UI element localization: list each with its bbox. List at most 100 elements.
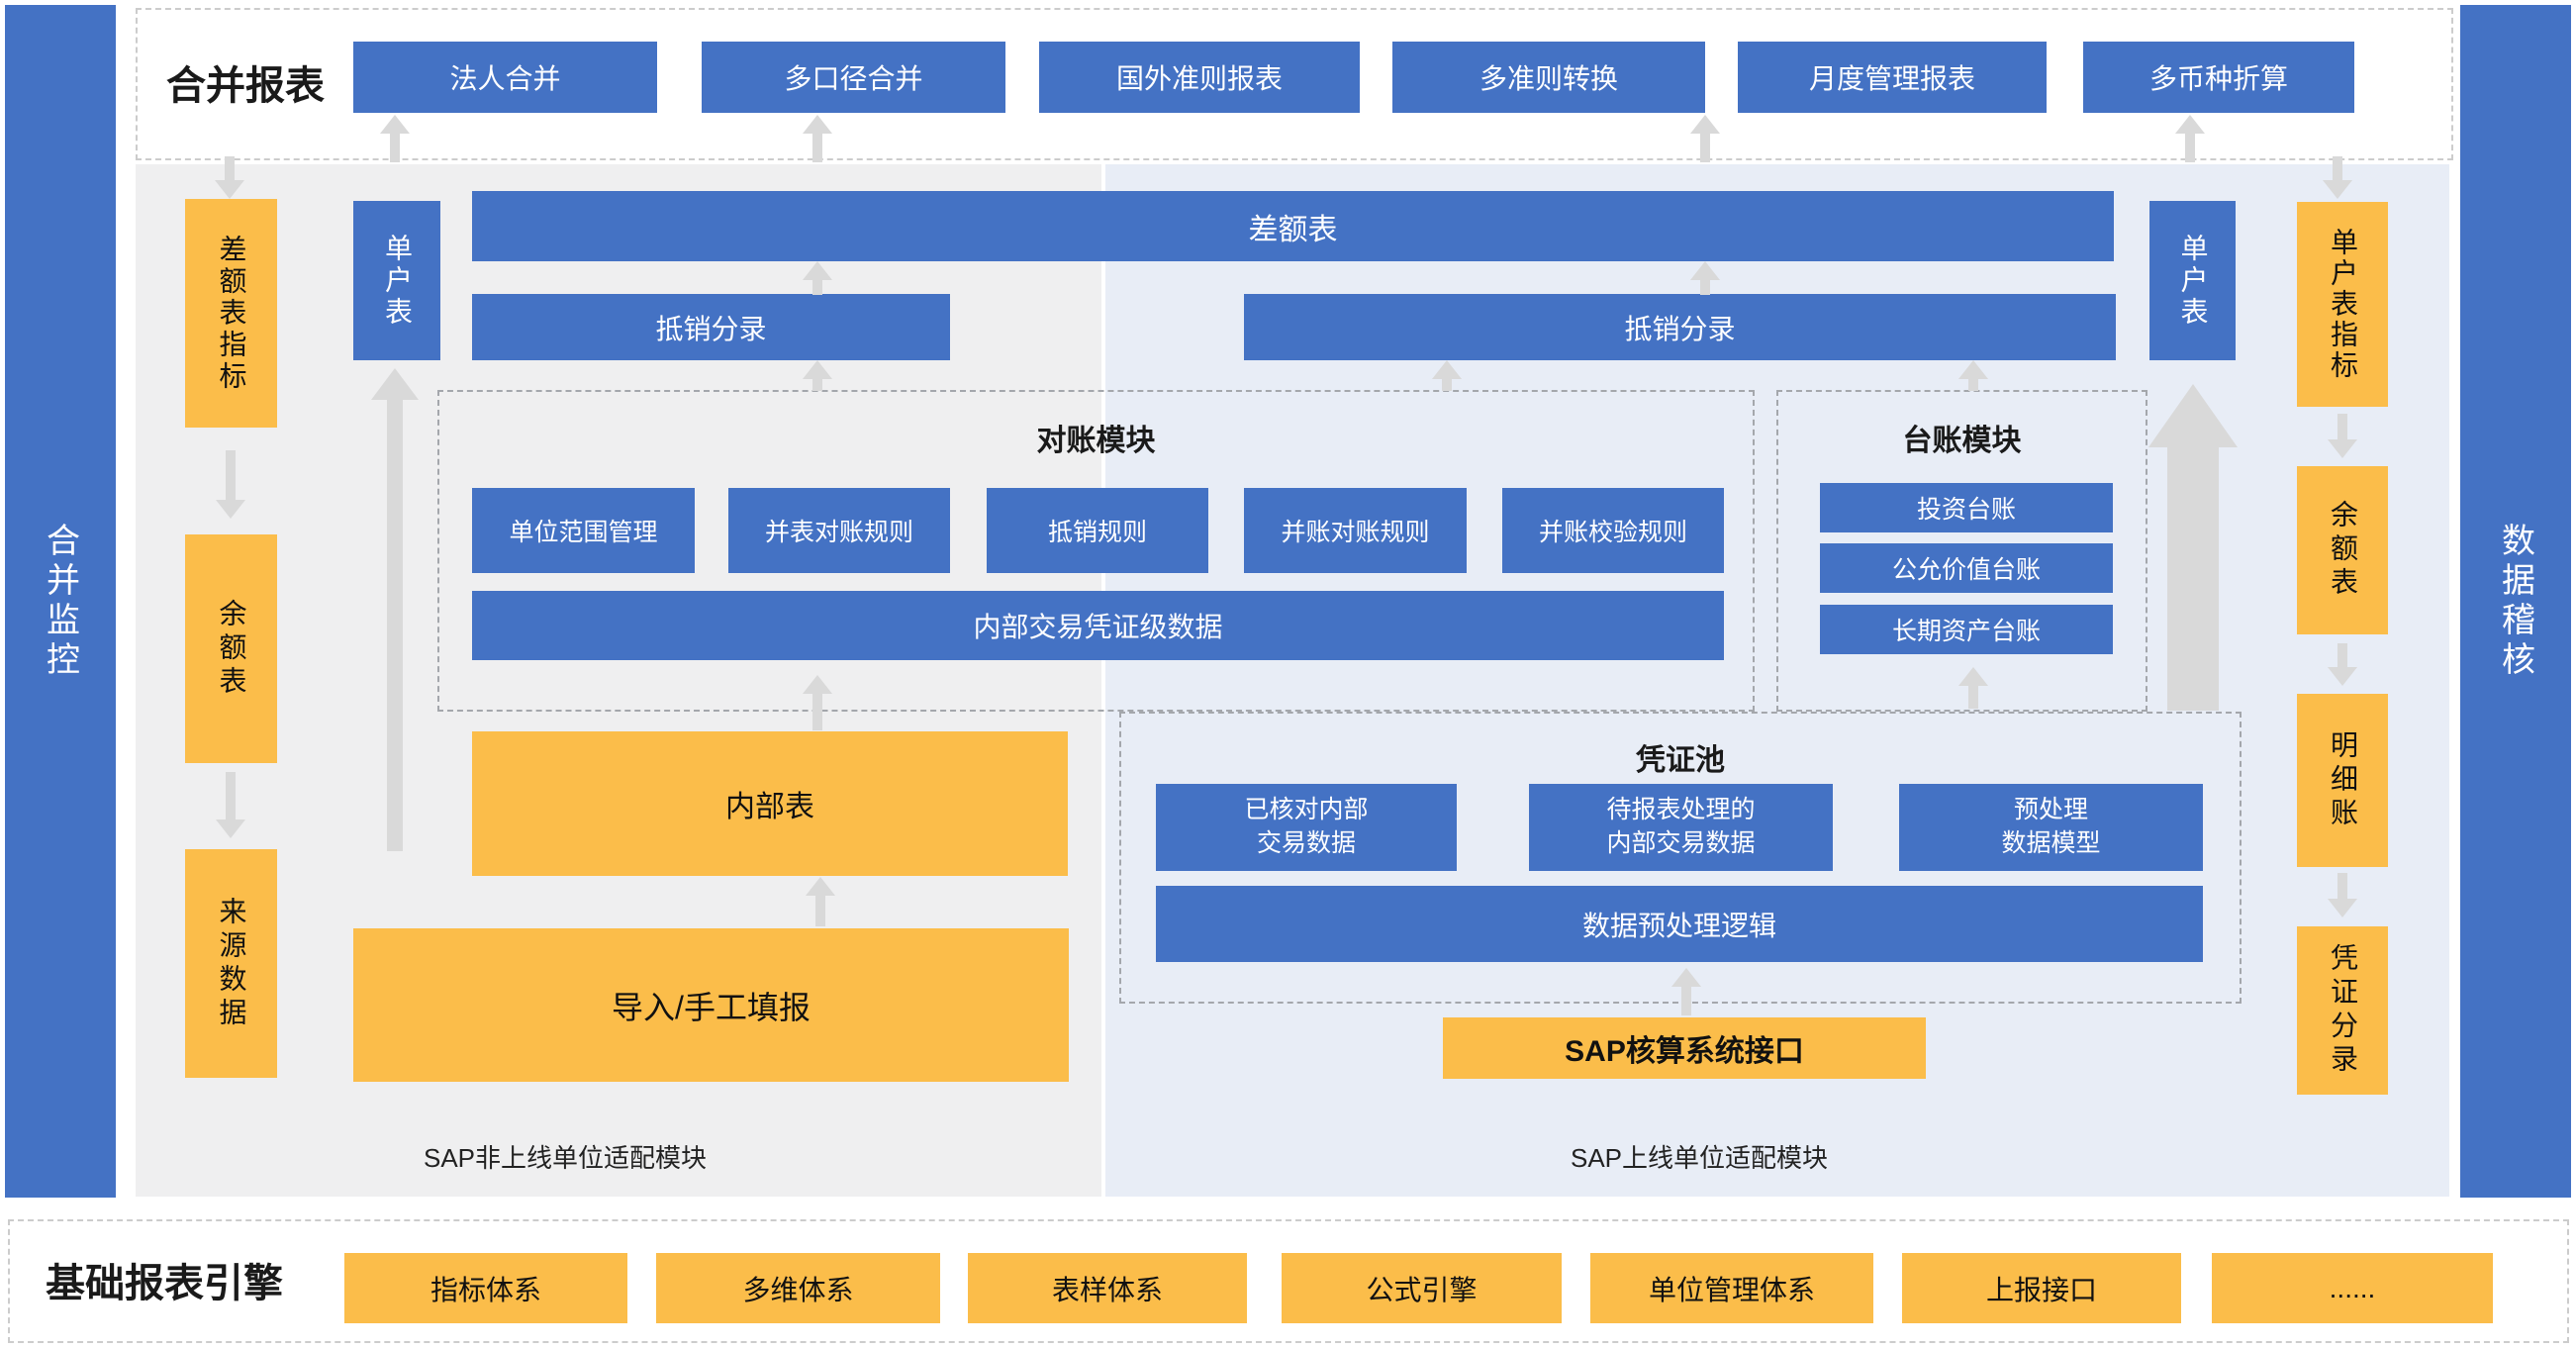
single-table-right-label: 单户表 [2177,233,2209,329]
arrow-big-right [2167,447,2219,711]
ledger-module-box: 台账模块 [1776,390,2147,712]
bottom-button-template-system: 表样体系 [968,1253,1247,1323]
ledger-fair-value: 公允价值台账 [1820,543,2113,593]
voucher-pool-box: 凭证池 [1119,712,2242,1004]
right-col-voucher-entry: 凭证分录 [2297,926,2388,1095]
voucher-logic-bar: 数据预处理逻辑 [1156,886,2203,962]
arrow-offsetL-to-diffbar-head [803,261,832,280]
recon-module-box: 对账模块 [437,390,1755,712]
arrow-down-r2 [2337,643,2347,667]
arrow-long-left-head [371,368,419,400]
recon-data-bar: 内部交易凭证级数据 [472,591,1724,660]
left-col-diff-indicator: 差额表指标 [185,199,277,428]
left-col-source-data: 来源数据 [185,849,277,1078]
top-button-multi-currency: 多币种折算 [2083,42,2354,113]
arrow-internal-to-recon [812,693,822,730]
left-col-source-data-label: 来源数据 [216,896,247,1031]
arrow-long-left [387,400,403,851]
arrow-down-diff-to-balance [226,450,236,500]
top-button-foreign-gaap: 国外准则报表 [1039,42,1360,113]
top-button-multi-caliber: 多口径合并 [702,42,1005,113]
ledger-long-term-asset: 长期资产台账 [1820,605,2113,654]
single-table-left-label: 单户表 [382,233,413,329]
arrow-down-r1-head [2328,439,2357,458]
offset-entry-left: 抵销分录 [472,294,950,360]
arrow-pool-to-ledger-head [1958,667,1988,686]
right-col-single-indicator: 单户表指标 [2297,202,2388,407]
arrow-pool-to-ledger [1968,685,1978,709]
arrow-offsetL-to-diffbar [812,279,822,295]
left-sidebar: 合并监控 [5,5,116,1198]
arrow-sap-to-pool [1681,986,1691,1015]
offset-entry-right: 抵销分录 [1244,294,2116,360]
arrow-down-r1 [2337,414,2347,439]
bottom-section-title: 基础报表引擎 [46,1261,283,1305]
internal-table-box: 内部表 [472,731,1068,876]
single-table-right: 单户表 [2149,201,2236,360]
arrow-offsetR-to-diffbar-head [1690,261,1720,280]
arrow-up-to-multi-caliber-head [803,115,832,134]
right-col-detail-ledger: 明细账 [2297,694,2388,867]
single-table-left: 单户表 [353,201,440,360]
bottom-button-formula-engine: 公式引擎 [1282,1253,1562,1323]
arrow-down-balance-to-source [226,772,236,819]
arrow-down-r3-head [2328,899,2357,917]
recon-rule-merge-recon: 并表对账规则 [728,488,950,573]
left-col-balance-table-label: 余额表 [216,598,247,700]
right-col-single-indicator-label: 单户表指标 [2328,228,2358,381]
recon-rule-unit-scope: 单位范围管理 [472,488,695,573]
arrow-up-to-multi-currency [2185,133,2195,162]
arrow-down-to-single-indicator-head [2323,180,2352,199]
arrow-internal-to-recon-head [803,675,832,694]
arrow-big-right-head [2148,384,2238,447]
top-button-multi-standard: 多准则转换 [1392,42,1705,113]
arrow-up-to-multi-caliber [812,133,822,162]
arrow-down-to-diff-indicator [225,156,235,180]
arrow-down-to-diff-indicator-head [215,180,244,199]
arrow-up-to-legal-consolidation-head [380,115,410,134]
right-col-detail-ledger-label: 明细账 [2328,729,2358,831]
arrow-down-r3 [2337,873,2347,899]
voucher-pending-internal: 待报表处理的 内部交易数据 [1529,784,1833,871]
left-panel-caption: SAP非上线单位适配模块 [423,1143,708,1173]
right-sidebar-label: 数据稽核 [2496,522,2534,681]
voucher-preprocess-model: 预处理 数据模型 [1899,784,2203,871]
top-button-monthly-report: 月度管理报表 [1738,42,2047,113]
bottom-button-indicator-system: 指标体系 [344,1253,627,1323]
recon-rule-offset: 抵销规则 [987,488,1208,573]
voucher-pool-title: 凭证池 [1636,744,1725,777]
arrow-up-to-multi-standard-head [1690,115,1720,134]
import-manual-box: 导入/手工填报 [353,928,1069,1082]
sap-interface-box: SAP核算系统接口 [1443,1017,1926,1079]
top-button-legal-consolidation: 法人合并 [353,42,657,113]
left-sidebar-label: 合并监控 [41,522,79,681]
arrow-recon-to-offsetR-head [1432,360,1462,379]
right-col-balance-table-label: 余额表 [2328,500,2358,601]
recon-rule-account-recon: 并账对账规则 [1244,488,1467,573]
arrow-import-to-internal [815,895,825,926]
arrow-up-to-multi-currency-head [2175,115,2205,134]
right-panel-caption: SAP上线单位适配模块 [1570,1143,1829,1173]
arrow-up-to-multi-standard [1700,133,1710,162]
bottom-button-report-interface: 上报接口 [1902,1253,2181,1323]
ledger-module-title: 台账模块 [1902,425,2022,457]
arrow-down-to-single-indicator [2333,156,2342,180]
diff-table-bar: 差额表 [472,191,2114,261]
arrow-down-diff-to-balance-head [216,500,245,519]
left-col-balance-table: 余额表 [185,534,277,763]
arrow-recon-to-offsetL-head [803,360,832,379]
arrow-offsetR-to-diffbar [1700,279,1710,295]
arrow-recon-to-offsetR [1442,378,1452,391]
top-section-title: 合并报表 [166,64,325,108]
right-col-balance-table: 余额表 [2297,466,2388,634]
arrow-ledger-to-offsetR [1968,378,1978,391]
arrow-down-r2-head [2328,667,2357,686]
arrow-import-to-internal-head [806,877,835,896]
arrow-ledger-to-offsetR-head [1958,360,1988,379]
recon-rule-account-check: 并账校验规则 [1502,488,1724,573]
left-col-diff-indicator-label: 差额表指标 [216,234,247,393]
arrow-recon-to-offsetL [812,378,822,391]
arrow-down-balance-to-source-head [216,819,245,838]
right-sidebar: 数据稽核 [2460,5,2571,1198]
bottom-button-multidim-system: 多维体系 [656,1253,940,1323]
